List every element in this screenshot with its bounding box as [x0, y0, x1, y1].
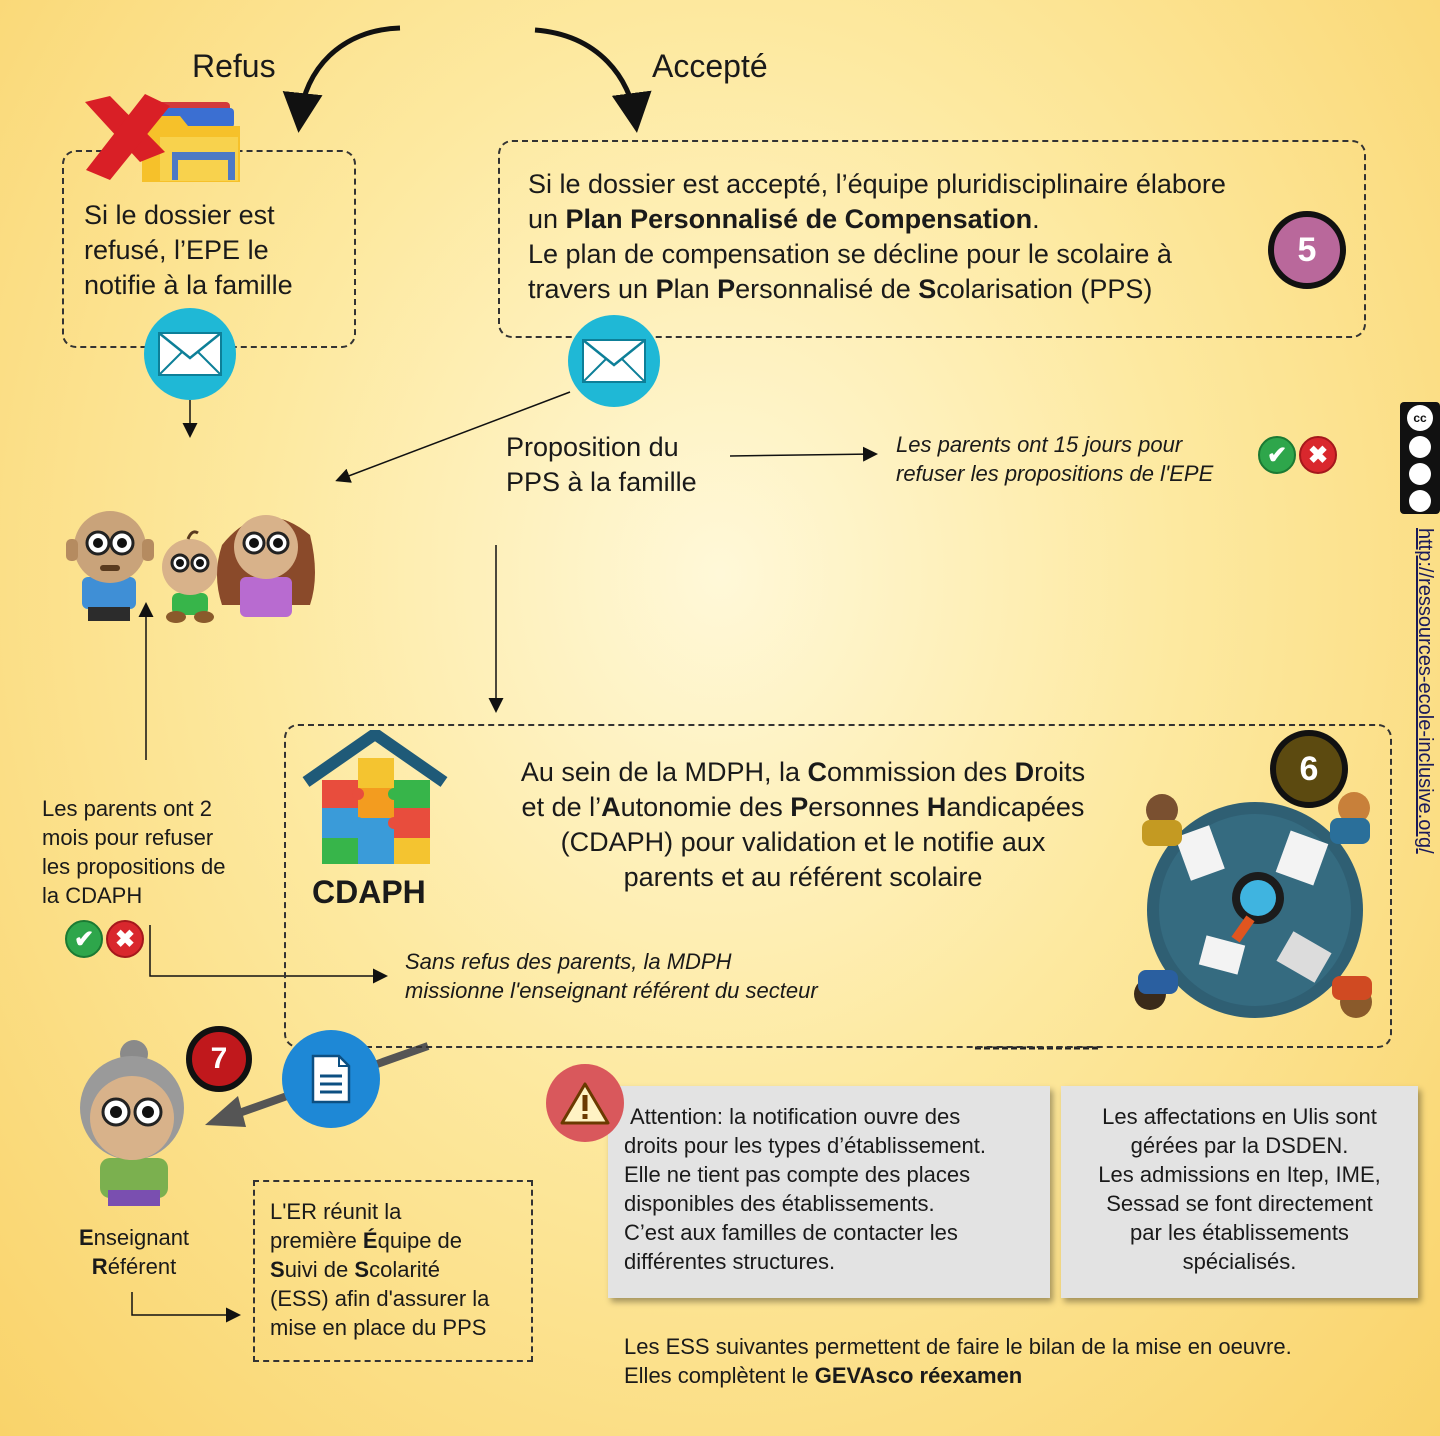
arrow-accepte [535, 30, 635, 118]
meeting-table-illustration [1132, 790, 1378, 1030]
referent-label: Enseignant Référent [44, 1223, 224, 1281]
warning-icon [546, 1064, 624, 1142]
family-illustration [62, 505, 322, 630]
cross-icon: ✖ [1299, 436, 1337, 474]
cdaph-text: Au sein de la MDPH, la Commission des Dr… [480, 755, 1126, 895]
cdaph-logo-label: CDAPH [312, 872, 426, 914]
mail-icon [144, 308, 236, 400]
accepted-line3: Le plan de compensation se décline pour … [528, 237, 1328, 272]
ess-text: L'ER réunit la première Équipe de Suivi … [270, 1197, 530, 1342]
teacher-illustration [74, 1040, 194, 1208]
refused-text: Si le dossier est refusé, l’EPE le notif… [84, 198, 334, 303]
step-5-badge: 5 [1268, 211, 1346, 289]
rejected-folder-icon [80, 92, 245, 187]
nc-icon [1409, 463, 1431, 485]
source-url-link[interactable]: http://ressources-ecole-inclusive.org/ [1406, 528, 1436, 888]
label-refus: Refus [192, 46, 276, 88]
parents-2-months: Les parents ont 2 mois pour refuser les … [42, 794, 262, 910]
step-7-badge: 7 [186, 1026, 252, 1092]
source-url-container: http://ressources-ecole-inclusive.org/ [1406, 528, 1436, 888]
check-icon-cdaph: ✔ [65, 920, 103, 958]
cdaph-house-puzzle-icon [300, 730, 450, 870]
check-icon: ✔ [1258, 436, 1296, 474]
by-icon [1409, 436, 1431, 458]
accepted-line1: Si le dossier est accepté, l’équipe plur… [528, 167, 1328, 202]
arrow-refus [300, 28, 400, 118]
mail-icon-pps [568, 315, 660, 407]
accepted-line2: un Plan Personnalisé de Compensation. [528, 202, 1328, 237]
ulis-box: Les affectations en Ulis sont gérées par… [1061, 1086, 1418, 1298]
sa-icon [1409, 490, 1431, 512]
document-icon [282, 1030, 380, 1128]
cross-icon-cdaph: ✖ [106, 920, 144, 958]
parents-15-days: Les parents ont 15 jours pour refuser le… [896, 430, 1256, 488]
proposition-text: Proposition du PPS à la famille [506, 430, 736, 500]
attention-box: Attention: la notification ouvre des dro… [608, 1086, 1050, 1298]
cc-license-badge: cc [1400, 402, 1440, 514]
accepted-line4: travers un Plan Personnalisé de Scolaris… [528, 272, 1328, 307]
accepted-text: Si le dossier est accepté, l’équipe plur… [528, 167, 1328, 307]
footer-text: Les ESS suivantes permettent de faire le… [624, 1332, 1424, 1390]
label-accepte: Accepté [652, 46, 768, 88]
cc-icon: cc [1407, 405, 1433, 431]
sans-refus-text: Sans refus des parents, la MDPH missionn… [405, 947, 905, 1005]
